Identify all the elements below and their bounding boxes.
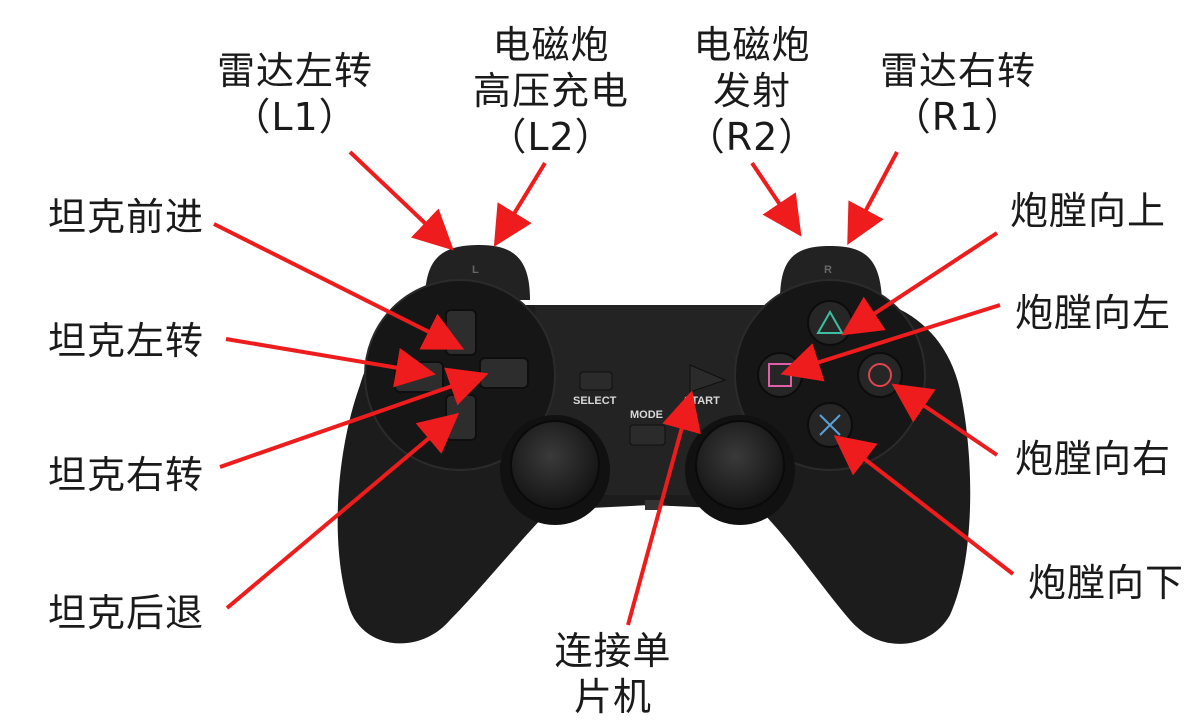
label-r2-line-3: （R2） <box>686 115 818 159</box>
start-button[interactable] <box>689 364 727 393</box>
arrow-triangle <box>841 231 999 336</box>
arrow-square <box>780 303 1001 382</box>
arrow-dpad-left <box>225 337 436 388</box>
dpad-up[interactable] <box>445 309 477 356</box>
arrow-l2 <box>493 161 547 247</box>
arrow-connect <box>626 390 701 626</box>
label-dpad-up: 坦克前进 <box>48 195 205 239</box>
arrow-l1 <box>348 150 454 251</box>
label-connect-line-1: 连接单 <box>554 629 672 673</box>
label-dpad-down: 坦克后退 <box>48 591 205 635</box>
label-circle: 炮膛向右 <box>1015 437 1172 481</box>
cross-icon <box>819 414 841 436</box>
label-r1-line-1: 雷达右转 <box>879 49 1036 93</box>
label-r2: 电磁炮 发射 （R2） <box>672 22 832 160</box>
cable-connector <box>645 500 660 510</box>
label-square: 炮膛向左 <box>1015 291 1172 335</box>
right-analog-stick[interactable] <box>695 420 785 510</box>
circle-button[interactable] <box>857 352 903 398</box>
mode-button[interactable] <box>629 424 666 446</box>
label-r1-line-2: （R1） <box>892 95 1024 139</box>
cross-button[interactable] <box>807 402 853 448</box>
triangle-button[interactable] <box>807 300 853 346</box>
label-l1: 雷达左转 （L1） <box>215 48 375 140</box>
left-shoulder-mark: L <box>472 264 479 276</box>
mode-label: MODE <box>630 409 663 421</box>
label-connect: 连接单 片机 <box>538 628 688 720</box>
triangle-icon <box>816 309 844 334</box>
circle-icon <box>868 363 892 387</box>
arrow-dpad-right <box>219 367 489 469</box>
select-button[interactable] <box>579 371 613 391</box>
select-label: SELECT <box>573 395 617 407</box>
label-l1-line-2: （L1） <box>232 95 358 139</box>
label-l2: 电磁炮 高压充电 （L2） <box>466 22 636 160</box>
arrow-r2 <box>750 161 802 237</box>
label-l1-line-1: 雷达左转 <box>216 49 373 93</box>
label-cross: 炮膛向下 <box>1028 561 1185 605</box>
left-analog-stick[interactable] <box>510 420 600 510</box>
label-l2-line-1: 电磁炮 <box>492 23 610 67</box>
dpad-left[interactable] <box>394 361 444 393</box>
label-l2-line-2: 高压充电 <box>472 69 629 113</box>
arrow-r1 <box>847 151 899 246</box>
controller: L R SELECT MODE START <box>337 245 971 644</box>
label-dpad-right: 坦克右转 <box>48 453 205 497</box>
label-r1: 雷达右转 （R1） <box>873 48 1043 140</box>
label-dpad-left: 坦克左转 <box>48 319 205 363</box>
arrow-dpad-down <box>225 412 460 610</box>
dpad-right[interactable] <box>479 357 529 389</box>
label-triangle: 炮膛向上 <box>1010 189 1167 233</box>
arrow-circle <box>891 383 999 457</box>
square-button[interactable] <box>757 352 803 398</box>
label-r2-line-2: 发射 <box>712 69 791 113</box>
right-shoulder-mark: R <box>824 264 832 276</box>
arrows <box>213 150 1015 626</box>
arrow-dpad-up <box>213 222 465 350</box>
arrow-cross <box>833 435 1015 576</box>
label-connect-line-2: 片机 <box>573 675 652 719</box>
label-r2-line-1: 电磁炮 <box>693 23 811 67</box>
label-l2-line-3: （L2） <box>488 115 614 159</box>
